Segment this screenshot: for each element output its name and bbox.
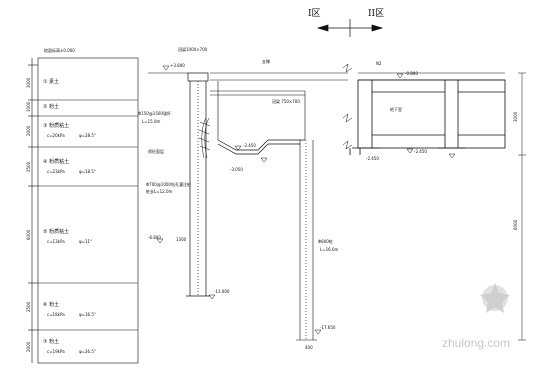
label-dim-1300: 1300 (176, 237, 187, 242)
soil-layer-6-c: c=18kPa (47, 312, 65, 317)
soil-column-note: 地面标高±0.000 (44, 48, 75, 53)
thickness-1: 3000 (26, 77, 31, 88)
elevation-slab-r1: -2.450 (366, 156, 379, 161)
label-n2: N2 (376, 61, 382, 66)
soil-column (28, 57, 139, 364)
soil-layer-3-c: c=20kPa (47, 133, 65, 138)
label-dim-400: 400 (305, 345, 313, 350)
soil-layer-7: ⑦ 粉土 (43, 339, 60, 345)
thickness-5: 6000 (26, 229, 31, 240)
elevation-slab-mid: -3.050 (230, 167, 243, 172)
soil-layer-3: ③ 粉质粘土 (43, 123, 70, 129)
label-pile-length: 桩长L=12.0m (146, 189, 173, 194)
thickness-4: 2500 (26, 161, 31, 172)
label-anchor-length: L=15.0m (142, 119, 161, 124)
thickness-2: 1000 (26, 101, 31, 112)
label-anchor-spec: Φ150@1500锚杆 (138, 111, 171, 116)
label-shotcrete: 喷砼面层 (148, 149, 164, 154)
label-pile-note: Φ700@1000钻孔灌注桩 (146, 182, 191, 187)
soil-layer-4: ④ 粉质粘土 (43, 159, 70, 165)
soil-layer-4-c: c=23kPa (47, 169, 65, 174)
basement-structure (349, 79, 506, 155)
zone-label-left: I区 (308, 9, 321, 19)
soil-layer-6: ⑥ 粉土 (43, 302, 60, 308)
elevation-slab-r2: -2.450 (414, 149, 427, 154)
soil-layer-2: ② 粉土 (43, 104, 60, 110)
soil-layer-6-phi: φ=16.5° (79, 312, 96, 317)
label-dim-right-top: 3000 (513, 111, 518, 122)
label-pile-spec-right: Φ800桩 (318, 239, 333, 244)
right-pile (296, 140, 317, 341)
excavation-profile (217, 139, 305, 155)
zone-arrow (316, 19, 384, 37)
elevation-top-left: +3.800 (170, 63, 185, 68)
soil-layer-5: ⑤ 粉质粘土 (43, 229, 70, 235)
zone-label-right: II区 (368, 9, 385, 19)
elevation-wall-bottom: -13.000 (214, 289, 230, 294)
soil-layer-3-phi: φ=28.5° (79, 133, 96, 138)
label-basement: 地下室 (390, 107, 402, 112)
soil-layer-5-phi: φ=11° (79, 239, 93, 244)
label-support: 支撑 (262, 59, 270, 64)
break-lines (342, 63, 353, 150)
elevation-pile-bottom-left: -6.800 (148, 235, 161, 240)
elevation-top-right: -0.800 (405, 71, 418, 76)
right-dimension (518, 72, 526, 341)
shotcrete-face (198, 117, 211, 159)
watermark-text: zhulong.com (442, 336, 511, 350)
soil-layer-4-phi: φ=18.5° (79, 169, 96, 174)
elevation-slab-left: -2.450 (243, 143, 256, 148)
thickness-3: 2000 (26, 125, 31, 136)
ground-lines (148, 72, 505, 81)
elevation-pile-bottom-right: -17.650 (320, 325, 336, 330)
soil-layer-1: ① 素土 (43, 79, 60, 85)
retaining-wall (186, 72, 210, 297)
soil-layer-5-c: c=13kPa (47, 239, 65, 244)
soil-layer-7-c: c=19kPa (47, 349, 65, 354)
label-pile-len-right: L=16.0m (320, 247, 339, 252)
elevation-markers (156, 65, 456, 335)
label-crown-beam: 冠梁1000×700 (178, 47, 208, 52)
soil-layer-7-phi: φ=26.5° (79, 349, 96, 354)
label-dim-right-bottom: 6000 (513, 219, 518, 230)
support-strut (210, 81, 306, 140)
thickness-7: 2000 (26, 341, 31, 352)
label-crown-beam-2: 冠梁 750×700 (272, 99, 300, 104)
thickness-6: 2500 (26, 301, 31, 312)
watermark-logo (480, 283, 510, 313)
